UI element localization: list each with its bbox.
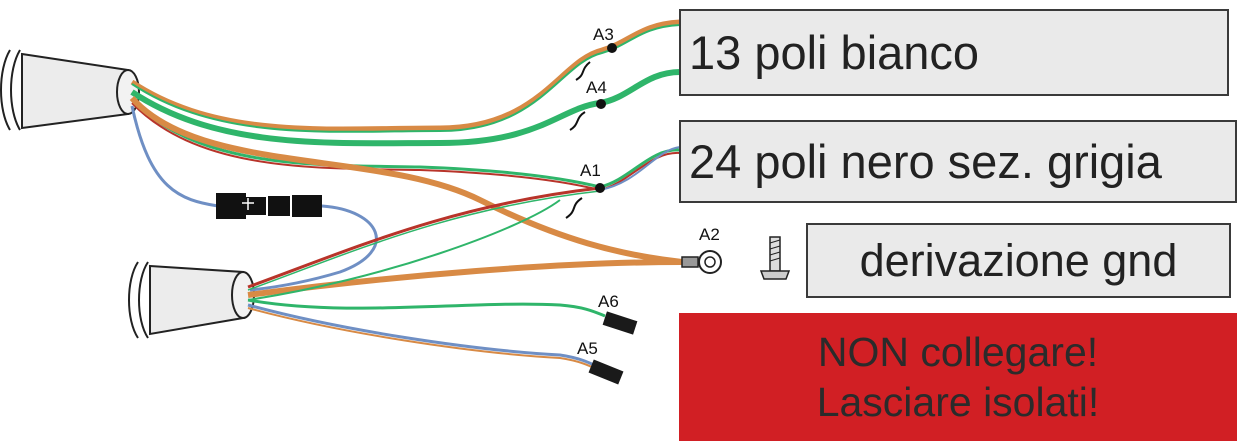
bolt-icon <box>759 236 791 280</box>
connector-13-pin-text: 13 poli bianco <box>689 26 980 79</box>
label-a5: A5 <box>577 339 598 358</box>
label-a2: A2 <box>699 225 720 244</box>
cut-end-a1 <box>565 197 583 219</box>
wire-lower-to-a2 <box>247 199 683 301</box>
label-a3: A3 <box>593 25 614 44</box>
junction-a4 <box>596 99 606 109</box>
insulated-end-a5 <box>588 359 624 385</box>
ring-terminal-icon <box>681 250 722 274</box>
wire-a3 <box>130 19 681 133</box>
wire-a1 <box>130 98 681 192</box>
upper-cable <box>0 49 140 131</box>
wire-a5 <box>247 303 597 370</box>
wire-a4 <box>130 69 681 147</box>
ground-tap-text: derivazione gnd <box>859 234 1178 286</box>
label-a4: A4 <box>586 78 607 97</box>
wire-a6 <box>247 298 606 318</box>
wire-blue-loop <box>130 105 378 292</box>
junction-a3 <box>607 43 617 53</box>
connector-13-pin-label: 13 poli bianco <box>679 9 1229 96</box>
lower-cable <box>128 261 255 339</box>
wire-upper-to-a2 <box>129 96 683 265</box>
warning-line-1: NON collegare! <box>817 329 1099 375</box>
cut-end-a3 <box>575 61 591 81</box>
insulated-end-a6 <box>602 311 638 335</box>
connector-24-pin-label: 24 poli nero sez. grigia <box>679 120 1237 203</box>
wire-lower-to-a1 <box>247 186 601 291</box>
warning-line-2: Lasciare isolati! <box>816 379 1100 425</box>
cut-end-a4 <box>569 111 586 131</box>
ground-tap-label: derivazione gnd <box>806 223 1231 298</box>
junction-a1 <box>595 183 605 193</box>
inline-connector <box>216 193 322 219</box>
label-a6: A6 <box>598 292 619 311</box>
connector-24-pin-text: 24 poli nero sez. grigia <box>689 135 1162 188</box>
warning-box: NON collegare! Lasciare isolati! <box>679 313 1237 441</box>
label-a1: A1 <box>580 161 601 180</box>
